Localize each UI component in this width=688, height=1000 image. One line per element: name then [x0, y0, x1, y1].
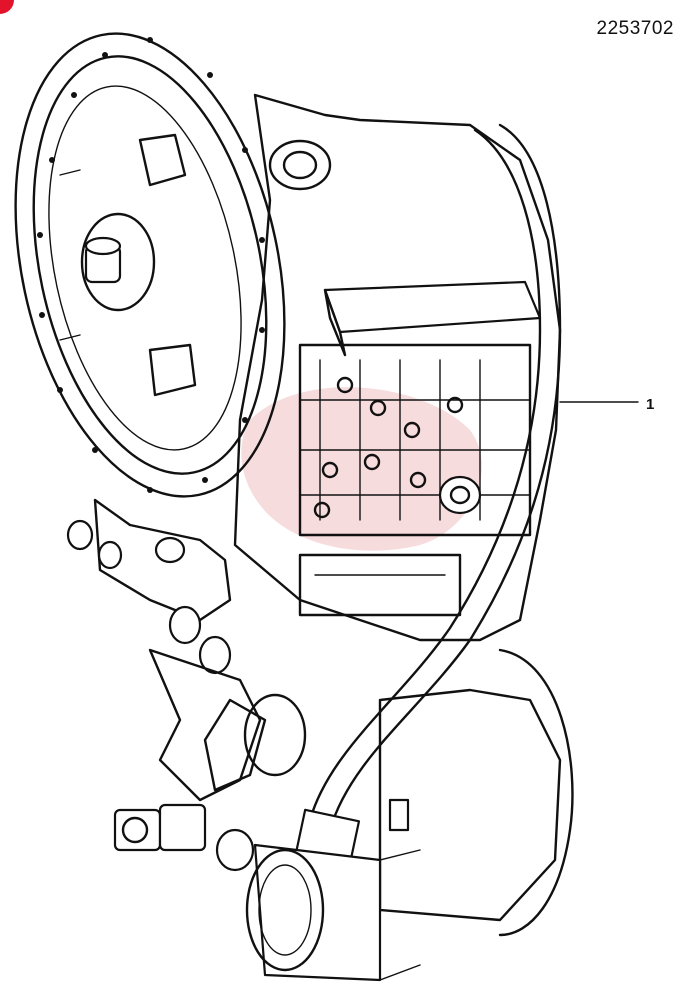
bell-housing — [14, 32, 286, 498]
valve-internals — [299, 359, 531, 521]
figure-number: 2253702 — [596, 18, 674, 39]
callout-label-1: 1 — [646, 396, 655, 413]
watermark — [241, 387, 482, 551]
transmission-housing — [233, 93, 562, 642]
lower-fittings — [66, 498, 307, 872]
lower-housing — [245, 648, 574, 982]
rim-bolts — [37, 37, 265, 493]
